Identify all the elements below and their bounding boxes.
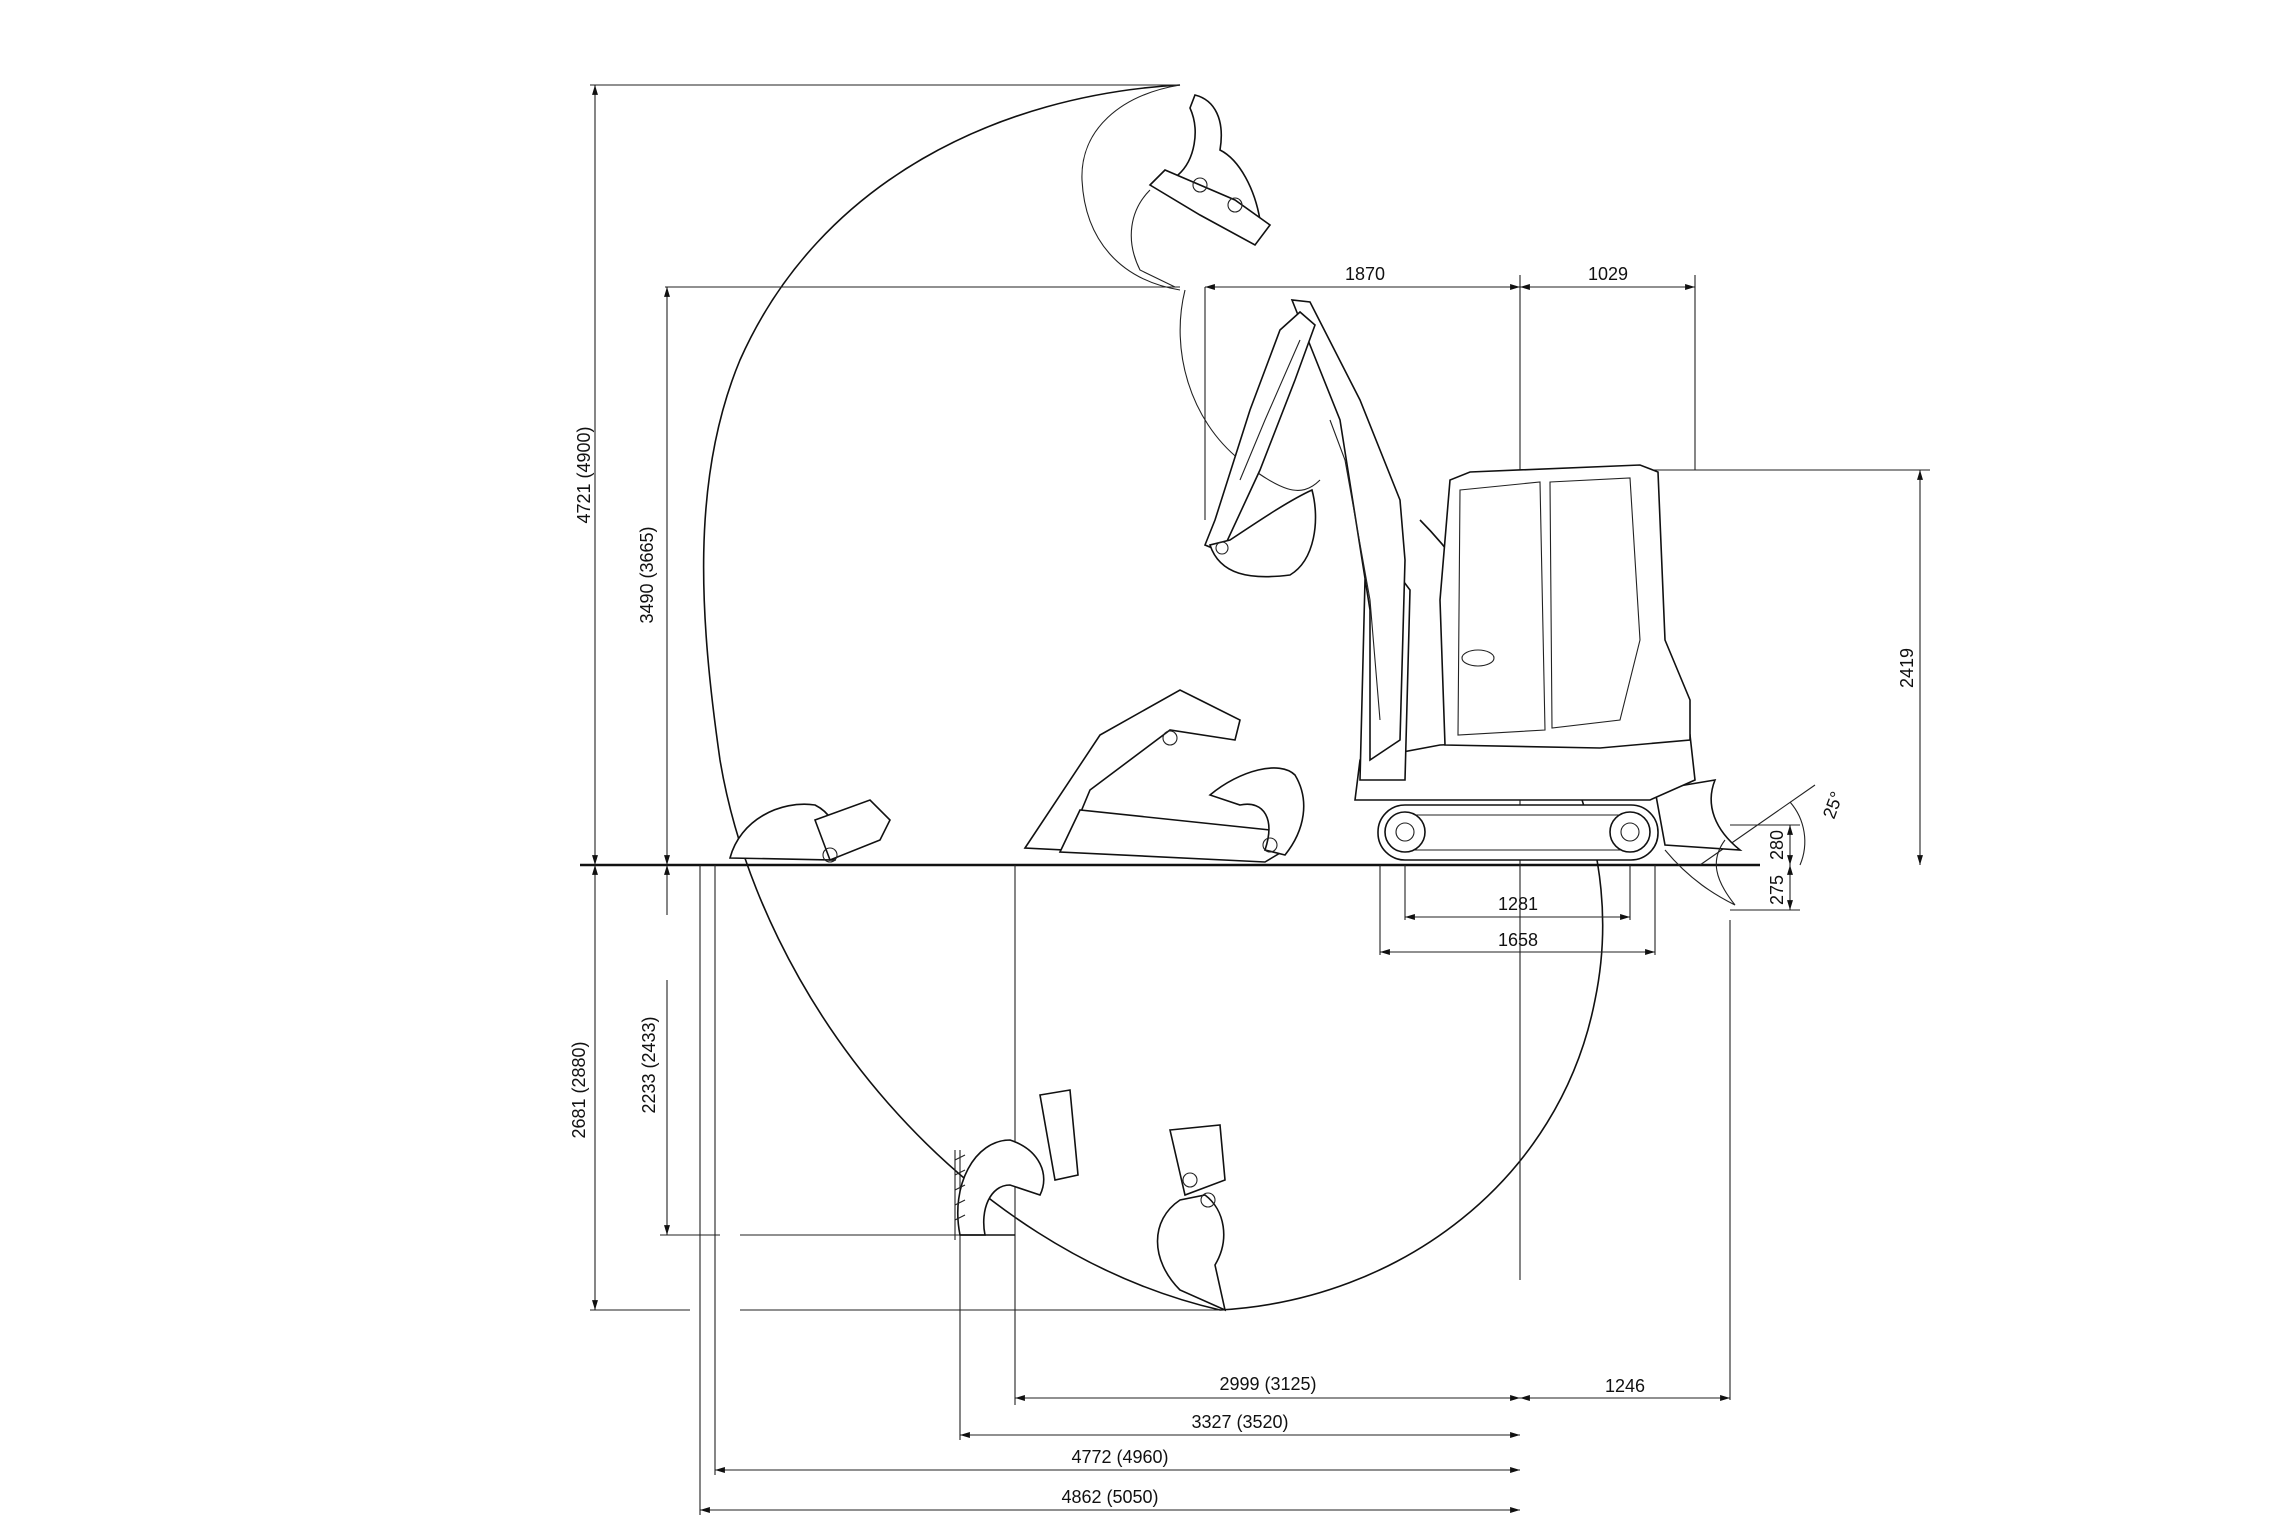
label-1029: 1029: [1588, 264, 1628, 284]
label-3490: 3490 (3665): [637, 526, 657, 623]
bucket-raised: [1208, 488, 1317, 578]
label-2419: 2419: [1897, 648, 1917, 688]
boom-cylinder: [1329, 419, 1381, 721]
bucket-wall: [957, 1139, 1045, 1236]
label-1870: 1870: [1345, 264, 1385, 284]
excavator-machine: [1203, 299, 1743, 906]
label-275: 275: [1767, 875, 1787, 905]
angle-arc-25: [1789, 801, 1806, 866]
label-2681: 2681 (2880): [569, 1041, 589, 1138]
arm-deep: [1169, 1124, 1226, 1197]
label-4721: 4721 (4900): [574, 426, 594, 523]
bucket-far-pin: [822, 847, 838, 863]
bucket-far-reach-position: [728, 799, 891, 863]
arm-top-pin-2: [1227, 197, 1243, 213]
label-280: 280: [1767, 830, 1787, 860]
arm-far: [813, 799, 891, 862]
label-4772: 4772 (4960): [1071, 1447, 1168, 1467]
arm-top: [1148, 169, 1272, 247]
label-1658: 1658: [1498, 930, 1538, 950]
sprocket-wheel: [1384, 811, 1426, 853]
operator-cab: [1439, 464, 1691, 749]
wall-hatching: [954, 1150, 966, 1240]
arm-max-height-position: [1130, 94, 1272, 288]
arm-ground-reach-position: [1023, 689, 1305, 863]
sprocket-hub: [1395, 822, 1415, 842]
bucket-mid-pin: [1262, 837, 1278, 853]
cab-door: [1549, 477, 1641, 729]
label-2233: 2233 (2433): [639, 1016, 659, 1113]
arm-top-pin-1: [1192, 177, 1208, 193]
arm-deep-pin: [1182, 1172, 1198, 1188]
dozer-blade-lowered: [1664, 839, 1736, 906]
arm-cylinder: [1239, 339, 1301, 481]
top-bucket-arc: [1081, 84, 1181, 291]
cab-window: [1457, 481, 1546, 736]
arm-mid-pin: [1162, 730, 1178, 746]
bucket-deep: [1156, 1194, 1227, 1312]
dozer-blade: [1654, 778, 1743, 851]
bucket-pin: [1215, 541, 1229, 555]
bucket-deep-pin: [1200, 1192, 1216, 1208]
label-25-deg: 25°: [1819, 789, 1847, 821]
brand-logo-oval: [1461, 649, 1495, 667]
bucket-mid: [1208, 767, 1305, 856]
bucket-top-outline: [1130, 189, 1176, 288]
arm-max-depth-position: [1156, 1124, 1227, 1312]
idler-wheel: [1609, 811, 1651, 853]
boom-mid-lowered: [1058, 809, 1287, 863]
label-3327: 3327 (3520): [1191, 1412, 1288, 1432]
label-4862: 4862 (5050): [1061, 1487, 1158, 1507]
label-2999: 2999 (3125): [1219, 1374, 1316, 1394]
arm-wall-dig-position: [954, 1089, 1079, 1240]
track-frame: [1377, 804, 1659, 861]
arm-wall: [1039, 1089, 1079, 1181]
inner-reach-curve: [1179, 289, 1321, 491]
idler-hub: [1620, 822, 1640, 842]
label-1281: 1281: [1498, 894, 1538, 914]
label-1246: 1246: [1605, 1376, 1645, 1396]
boom: [1290, 299, 1406, 762]
angle-line-25: [1699, 784, 1816, 866]
